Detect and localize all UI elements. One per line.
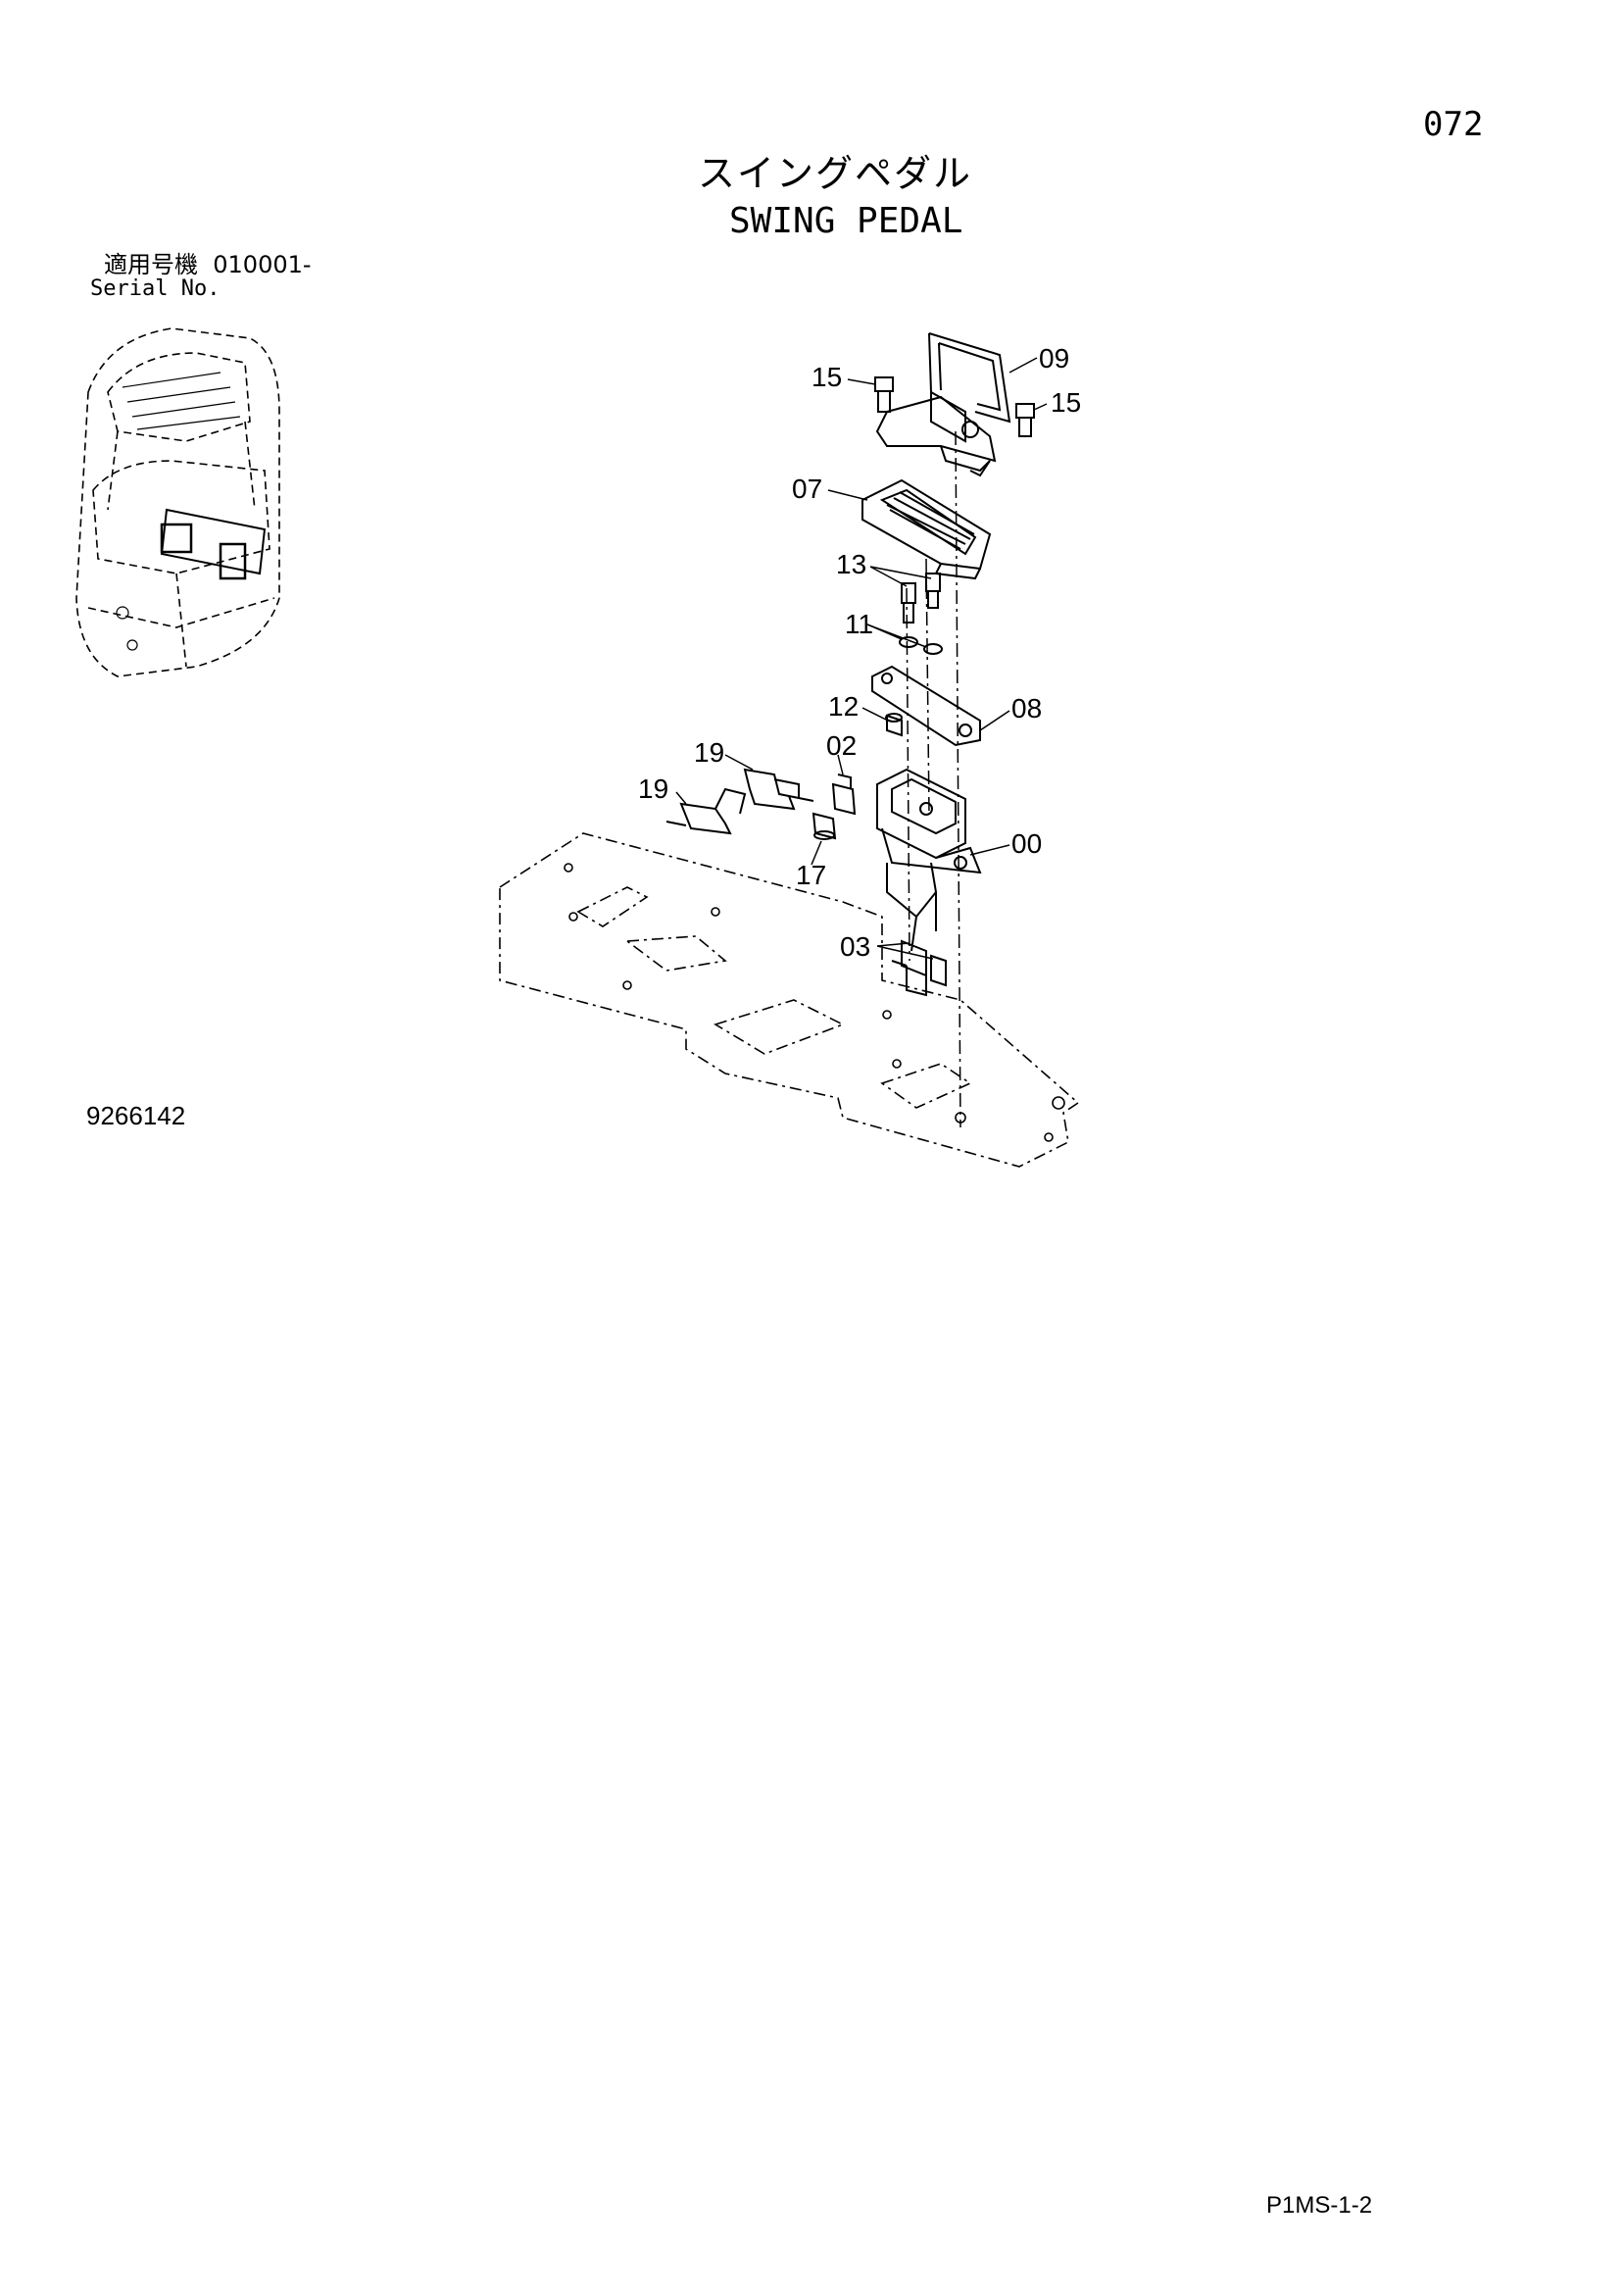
callout-19-lower: 19 bbox=[638, 774, 668, 804]
callout-02: 02 bbox=[826, 730, 857, 761]
page-code: P1MS-1-2 bbox=[1266, 2192, 1373, 2219]
callout-19-upper: 19 bbox=[694, 737, 724, 768]
part-17-fitting bbox=[812, 812, 837, 840]
locator-hatch bbox=[116, 372, 267, 651]
part-07-pedal-pad bbox=[861, 478, 992, 580]
callout-07: 07 bbox=[792, 474, 822, 504]
machine-locator-illustration bbox=[75, 327, 280, 677]
floor-plate-outline bbox=[499, 832, 1080, 1168]
serial-applicability-japanese: 適用号機 010001- bbox=[104, 253, 312, 276]
callout-labels: 15 09 15 07 13 11 12 08 19 02 19 00 17 0… bbox=[638, 343, 1081, 962]
assembly-axis-line-3 bbox=[906, 587, 910, 962]
part-08-bracket-plate bbox=[871, 665, 981, 747]
page-title-english: SWING PEDAL bbox=[729, 201, 963, 241]
callout-leader-lines bbox=[675, 357, 1048, 960]
part-13-screws bbox=[901, 573, 941, 624]
assembly-axis-line bbox=[955, 430, 961, 1128]
callout-03: 03 bbox=[840, 931, 870, 962]
page-title-japanese: スイングペダル bbox=[698, 152, 973, 195]
callout-13: 13 bbox=[836, 549, 866, 579]
floor-plate-holes bbox=[564, 863, 1065, 1142]
callout-11: 11 bbox=[845, 609, 873, 639]
part-19-tee-fitting-lower bbox=[665, 787, 747, 835]
assembly-axis-line-2 bbox=[925, 558, 930, 815]
part-03-fittings bbox=[891, 939, 947, 997]
serial-label-japanese: 適用号機 bbox=[104, 251, 198, 278]
callout-15-right: 15 bbox=[1051, 387, 1081, 418]
part-00-pilot-valve bbox=[876, 768, 982, 952]
serial-label-english: Serial No. bbox=[90, 276, 221, 301]
serial-value: 010001- bbox=[213, 251, 312, 278]
callout-17: 17 bbox=[796, 860, 826, 890]
part-09-foot-rest-handle bbox=[875, 332, 1011, 477]
callout-12: 12 bbox=[828, 691, 859, 722]
part-15-bolt-left bbox=[874, 376, 894, 413]
callout-15-left: 15 bbox=[812, 362, 842, 392]
part-11-washers bbox=[899, 636, 943, 655]
callout-09: 09 bbox=[1039, 343, 1069, 374]
part-19-tee-fitting-upper bbox=[743, 768, 814, 811]
drawing-number: 9266142 bbox=[86, 1101, 186, 1130]
page-number: 072 bbox=[1423, 105, 1484, 144]
part-02-fitting bbox=[831, 774, 857, 816]
part-15-bolt-right bbox=[1015, 403, 1035, 437]
callout-00: 00 bbox=[1011, 828, 1042, 859]
callout-08: 08 bbox=[1011, 693, 1042, 724]
part-12-nut bbox=[885, 713, 903, 737]
